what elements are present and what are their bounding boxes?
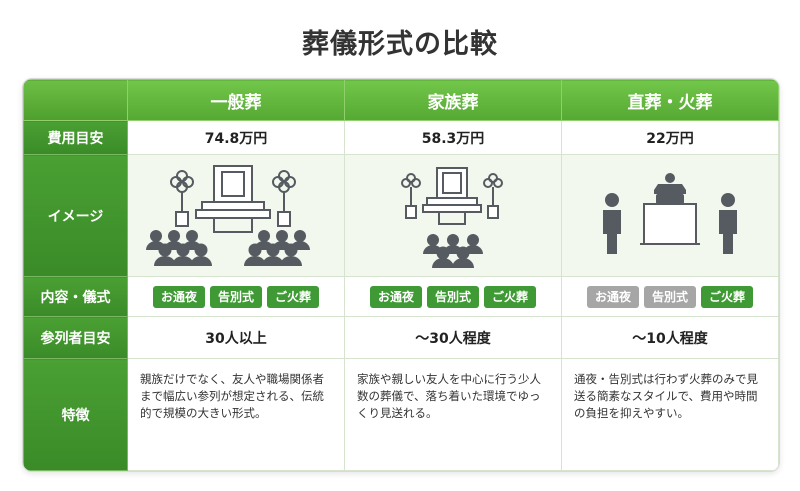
table-row: 参列者目安 30人以上 〜30人程度 〜10人程度: [23, 316, 779, 359]
ceremony-badge: 告別式: [643, 285, 696, 308]
column-header-family: 家族葬: [344, 79, 562, 121]
content-direct: お通夜告別式ご火葬: [561, 276, 779, 317]
people-group-icon: [423, 233, 483, 268]
content-family: お通夜告別式ご火葬: [344, 276, 562, 317]
attendees-general: 30人以上: [127, 316, 345, 359]
image-general: [127, 154, 345, 277]
column-header-direct: 直葬・火葬: [561, 79, 779, 121]
row-header-content: 内容・儀式: [23, 276, 128, 317]
attendees-direct: 〜10人程度: [561, 316, 779, 359]
row-header-features: 特徴: [23, 358, 128, 471]
table-corner: [23, 79, 128, 121]
cost-direct: 22万円: [561, 120, 779, 155]
ceremony-badge: お通夜: [586, 285, 639, 308]
badge-group: お通夜告別式ご火葬: [562, 285, 778, 308]
people-group-icon: [146, 229, 310, 266]
ceremony-badge: 告別式: [426, 285, 479, 308]
page-title: 葬儀形式の比較: [302, 29, 498, 60]
features-direct: 通夜・告別式は行わず火葬のみで見送る簡素なスタイルで、費用や時間の負担を抑えやす…: [561, 358, 779, 471]
ceremony-badge: 告別式: [209, 285, 262, 308]
content-general: お通夜告別式ご火葬: [127, 276, 345, 317]
features-family: 家族や親しい友人を中心に行う少人数の葬儀で、落ち着いた環境でゆっくり見送れる。: [344, 358, 562, 471]
column-header-general: 一般葬: [127, 79, 345, 121]
row-header-image: イメージ: [23, 154, 128, 277]
altar-icon: [170, 164, 296, 233]
table-row: 費用目安 74.8万円 58.3万円 22万円: [23, 120, 779, 155]
ceremony-badge: ご火葬: [484, 285, 537, 308]
ceremony-badge: ご火葬: [267, 285, 320, 308]
badge-group: お通夜告別式ご火葬: [345, 285, 561, 308]
person-icon: [603, 192, 621, 254]
cost-general: 74.8万円: [127, 120, 345, 155]
row-header-attendees: 参列者目安: [23, 316, 128, 359]
comparison-table: 一般葬 家族葬 直葬・火葬 費用目安 74.8万円 58.3万円 22万円 イメ…: [22, 78, 780, 472]
row-header-cost: 費用目安: [23, 120, 128, 155]
features-general: 親族だけでなく、友人や職場関係者まで幅広い参列が想定される、伝統的で規模の大きい…: [127, 358, 345, 471]
table-row: 特徴 親族だけでなく、友人や職場関係者まで幅広い参列が想定される、伝統的で規模の…: [23, 358, 779, 471]
ceremony-badge: お通夜: [152, 285, 205, 308]
table-row: 内容・儀式 お通夜告別式ご火葬 お通夜告別式ご火葬 お通夜告別式ご火葬: [23, 276, 779, 317]
cost-family: 58.3万円: [344, 120, 562, 155]
image-direct: [561, 154, 779, 277]
altar-icon: [401, 166, 503, 225]
altar-table-icon: [640, 202, 700, 245]
table-row: イメージ: [23, 154, 779, 277]
ceremony-badge: ご火葬: [701, 285, 754, 308]
badge-group: お通夜告別式ご火葬: [128, 285, 344, 308]
attendees-family: 〜30人程度: [344, 316, 562, 359]
image-family: [344, 154, 562, 277]
person-icon: [719, 192, 737, 254]
ceremony-badge: お通夜: [369, 285, 422, 308]
urn-icon: [654, 172, 686, 204]
